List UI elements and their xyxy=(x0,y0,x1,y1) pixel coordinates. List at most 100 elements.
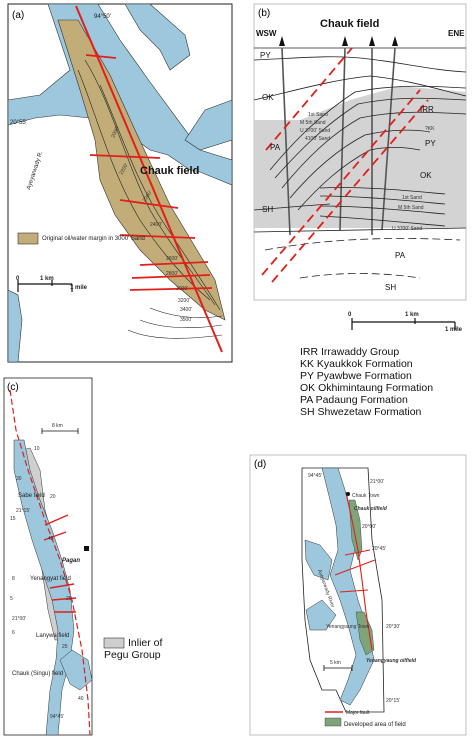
panel-d-lat1: 21°00' xyxy=(370,479,384,485)
svg-text:?KK: ?KK xyxy=(425,126,435,132)
formation-sh: SH Shwezetaw Formation xyxy=(300,406,422,418)
panel-c-field-yenangyat: Yenangyat field xyxy=(30,576,71,582)
panel-d-legend-area-swatch xyxy=(324,717,342,727)
panel-d-river-sw xyxy=(305,599,337,631)
panel-c-field-sabe: Sabe field xyxy=(18,493,45,499)
panel-a: (a) 94°50' 20°55' Ayeyarwady R. Chauk fi… xyxy=(7,3,233,363)
panel-c-lat1: 21°15' xyxy=(16,508,30,514)
svg-text:3400': 3400' xyxy=(180,307,192,313)
panel-a-river xyxy=(7,3,233,186)
svg-text:M 5th Sand: M 5th Sand xyxy=(300,120,326,126)
panel-a-field-name: Chauk field xyxy=(140,165,199,177)
panel-c-scale: 8 km xyxy=(52,423,63,429)
panel-d-label: (d) xyxy=(254,459,266,470)
svg-text:2600': 2600' xyxy=(166,256,178,262)
svg-text:3200': 3200' xyxy=(178,298,190,304)
panel-c-scale-bar xyxy=(41,428,79,434)
panel-d-lat-mid: 20°00' xyxy=(362,524,376,530)
svg-text:PA: PA xyxy=(270,143,281,152)
panel-b-scale-bar xyxy=(351,318,456,330)
panel-b-label: (b) xyxy=(258,8,270,19)
panel-c-pagan-marker xyxy=(84,546,89,551)
panel-c-town: Pagan xyxy=(62,558,80,564)
panel-a-legend-swatch xyxy=(17,232,39,245)
panel-b-scale-zero: 0 xyxy=(348,312,352,318)
panel-b-dashed-strata xyxy=(264,238,461,279)
formation-irr: IRR Irrawaddy Group xyxy=(300,346,399,358)
panel-d-lat2: 20°45' xyxy=(372,546,386,552)
svg-text:2200': 2200' xyxy=(119,163,130,176)
panel-c-field-chauk: Chauk (Singu) field xyxy=(12,671,63,677)
svg-text:6: 6 xyxy=(12,630,15,636)
panel-d-field-chauk xyxy=(348,499,363,561)
panel-c-river-branch xyxy=(59,649,93,691)
svg-text:PA: PA xyxy=(395,251,406,260)
svg-text:U 3700' Sand: U 3700' Sand xyxy=(392,226,422,232)
panel-a-contour-labels: 2000' 2200' 2200' 2400' 2600' 2800' 3000… xyxy=(110,125,192,323)
panel-b-left: WSW xyxy=(256,29,277,38)
panel-a-latitude: 20°55' xyxy=(10,120,27,126)
svg-text:2200': 2200' xyxy=(142,190,154,203)
panel-d-river-west xyxy=(304,539,333,581)
panel-a-main-fault xyxy=(75,5,223,353)
svg-text:25: 25 xyxy=(66,596,72,602)
panel-b-sand-labels: 1st Sand M 5th Sand U 3700' Sand 4100' S… xyxy=(300,112,424,232)
svg-text:U 3700' Sand: U 3700' Sand xyxy=(300,128,330,134)
panel-d-lon: 94°45' xyxy=(308,473,322,479)
panel-a-scale-mile: 1 mile xyxy=(70,285,88,291)
panel-a-legend-text: Original oil/water margin in 3000' Sand xyxy=(42,236,145,242)
panel-c: (c) 8 km 21°15' 21°00' 94°45' Sabe field… xyxy=(3,377,163,736)
panel-c-river xyxy=(13,439,75,736)
formation-ok: OK Okhimintaung Formation xyxy=(300,382,433,394)
svg-text:OK: OK xyxy=(262,93,274,102)
svg-text:OK: OK xyxy=(420,171,432,180)
panel-d-lat3: 20°30' xyxy=(386,624,400,630)
panel-a-label: (a) xyxy=(12,10,24,21)
panel-c-lon: 94°45' xyxy=(50,714,64,720)
panel-a-scale-zero: 0 xyxy=(16,276,20,282)
svg-text:25: 25 xyxy=(62,644,68,650)
panel-b-unit-labels: PY OK PA SH IRR ?KK PY OK PA SH xyxy=(260,51,436,292)
panel-b-faults xyxy=(261,47,429,283)
svg-text:SH: SH xyxy=(262,205,273,214)
panel-b-derricks xyxy=(279,36,398,46)
svg-text:4100' Sand: 4100' Sand xyxy=(305,136,330,142)
panel-b-title: Chauk field xyxy=(320,18,379,30)
svg-text:IRR: IRR xyxy=(420,105,434,114)
panel-c-cross-faults xyxy=(43,514,77,613)
panel-c-dips: 10 30 15 20 45 8 5 25 6 25 40 xyxy=(10,446,84,702)
panel-d: (d) 94°45' 21°00' 20°00' 20°45' 20°30' 2… xyxy=(249,454,467,736)
panel-d-legend-fault: Major fault xyxy=(346,710,370,716)
formation-legend: IRR Irrawaddy Group KK Kyaukkok Formatio… xyxy=(300,346,433,418)
panel-d-legend-area: Developed area of field xyxy=(344,722,406,728)
panel-c-label: (c) xyxy=(7,382,19,393)
svg-text:30: 30 xyxy=(16,476,22,482)
panel-b-scale-km: 1 km xyxy=(405,312,419,318)
panel-d-scale-bar xyxy=(323,665,353,671)
panel-b-right: ENE xyxy=(448,29,465,38)
svg-text:45: 45 xyxy=(48,536,54,542)
svg-text:1st Sand: 1st Sand xyxy=(402,195,422,201)
svg-text:3000': 3000' xyxy=(176,286,188,292)
svg-text:20: 20 xyxy=(50,494,56,500)
svg-text:15: 15 xyxy=(10,516,16,522)
panel-c-field-lanywa: Lanywa field xyxy=(36,633,69,639)
panel-a-river-east xyxy=(184,99,233,151)
panel-d-lat4: 20°15' xyxy=(386,698,400,704)
panel-c-fault xyxy=(9,389,91,736)
panel-b-strata xyxy=(253,56,467,233)
panel-d-field-yenangyaung xyxy=(355,611,375,656)
svg-text:PY: PY xyxy=(260,51,271,60)
panel-b-scale-mile: 1 mile xyxy=(445,327,463,333)
svg-text:2800': 2800' xyxy=(166,271,178,277)
panel-b: (b) Chauk field WSW ENE PY OK PA SH IRR … xyxy=(253,3,467,333)
panel-a-contours xyxy=(77,59,223,339)
panel-a-river-sw xyxy=(7,289,23,363)
panel-c-legend: Pegu Group xyxy=(104,649,161,661)
panel-a-oil-area xyxy=(57,19,226,321)
svg-text:PY: PY xyxy=(425,139,436,148)
formation-kk: KK Kyaukkok Formation xyxy=(300,358,413,370)
panel-d-chauk-town-marker xyxy=(346,492,350,496)
panel-c-lat2: 21°00' xyxy=(12,616,26,622)
